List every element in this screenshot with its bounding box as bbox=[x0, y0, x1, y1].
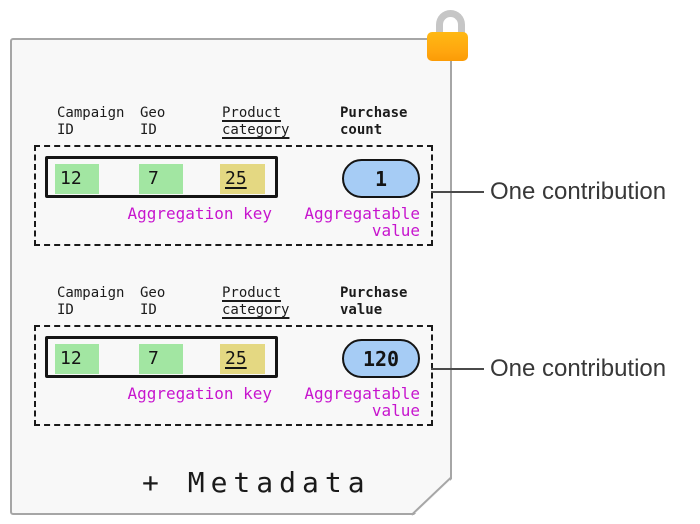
aggregatable-value-label-line: value bbox=[371, 401, 420, 420]
key-cell-value: 7 bbox=[148, 348, 159, 369]
key-cell-product-category: 25 bbox=[220, 164, 265, 194]
annotation-connector-line bbox=[431, 191, 484, 193]
aggregatable-value-label-line: Aggregatable bbox=[304, 204, 420, 223]
contribution-annotation: One contribution bbox=[490, 178, 667, 205]
column-header-product-category: Product category bbox=[222, 105, 289, 139]
column-header-geo-id: Geo ID bbox=[140, 105, 165, 139]
lock-icon bbox=[427, 32, 468, 61]
column-header-line: Campaign bbox=[57, 105, 125, 121]
contribution-section-value: Campaign ID Geo ID Product category Purc… bbox=[12, 283, 454, 465]
key-cell-campaign-id: 12 bbox=[55, 344, 99, 374]
aggregatable-value-label-line: Aggregatable bbox=[304, 384, 420, 403]
aggregatable-value: 120 bbox=[362, 346, 400, 371]
key-cell-geo-id: 7 bbox=[139, 164, 183, 194]
aggregatable-value-oval: 120 bbox=[342, 339, 420, 378]
key-cell-campaign-id: 12 bbox=[55, 164, 99, 194]
column-header-line: count bbox=[340, 122, 383, 138]
key-cell-value: 12 bbox=[60, 168, 82, 189]
column-header-line: Geo bbox=[140, 105, 166, 121]
column-header-campaign-id: Campaign ID bbox=[57, 285, 124, 319]
column-header-line: category bbox=[222, 122, 290, 138]
annotation-connector-line bbox=[431, 368, 484, 370]
column-header-line: ID bbox=[57, 122, 74, 138]
column-header-product-category: Product category bbox=[222, 285, 289, 319]
column-header-line: Geo bbox=[140, 285, 166, 301]
column-header-campaign-id: Campaign ID bbox=[57, 105, 124, 139]
key-cell-value: 7 bbox=[148, 168, 159, 189]
column-header-line: ID bbox=[57, 302, 74, 318]
column-header-line: Purchase bbox=[340, 105, 408, 121]
column-header-line: value bbox=[340, 302, 383, 318]
aggregatable-value-label: Aggregatable value bbox=[302, 205, 420, 239]
column-header-purchase-count: Purchase count bbox=[340, 105, 407, 139]
key-cell-geo-id: 7 bbox=[139, 344, 183, 374]
report-card: Campaign ID Geo ID Product category Purc… bbox=[10, 38, 452, 515]
aggregation-key-label: Aggregation key bbox=[127, 384, 272, 403]
lock-icon bbox=[436, 10, 465, 40]
column-header-line: Campaign bbox=[57, 285, 125, 301]
column-header-line: Purchase bbox=[340, 285, 408, 301]
key-cell-value: 25 bbox=[225, 168, 247, 189]
aggregatable-value-label: Aggregatable value bbox=[302, 385, 420, 419]
column-header-line: ID bbox=[140, 302, 157, 318]
aggregatable-value-oval: 1 bbox=[342, 159, 420, 198]
aggregatable-value: 1 bbox=[374, 166, 388, 191]
aggregatable-value-label-line: value bbox=[371, 221, 420, 240]
key-cell-product-category: 25 bbox=[220, 344, 265, 374]
column-header-line: category bbox=[222, 302, 290, 318]
key-cell-value: 12 bbox=[60, 348, 82, 369]
aggregation-key-label: Aggregation key bbox=[127, 204, 272, 223]
contribution-annotation: One contribution bbox=[490, 355, 667, 382]
column-header-line: ID bbox=[140, 122, 157, 138]
column-header-line: Product bbox=[222, 105, 282, 121]
contribution-section-count: Campaign ID Geo ID Product category Purc… bbox=[12, 103, 454, 285]
key-cell-value: 25 bbox=[225, 348, 247, 369]
column-header-geo-id: Geo ID bbox=[140, 285, 165, 319]
metadata-label: + Metadata bbox=[142, 466, 371, 499]
column-header-purchase-value: Purchase value bbox=[340, 285, 407, 319]
contribution-boundary bbox=[34, 325, 433, 426]
column-header-line: Product bbox=[222, 285, 282, 301]
contribution-boundary bbox=[34, 145, 433, 246]
